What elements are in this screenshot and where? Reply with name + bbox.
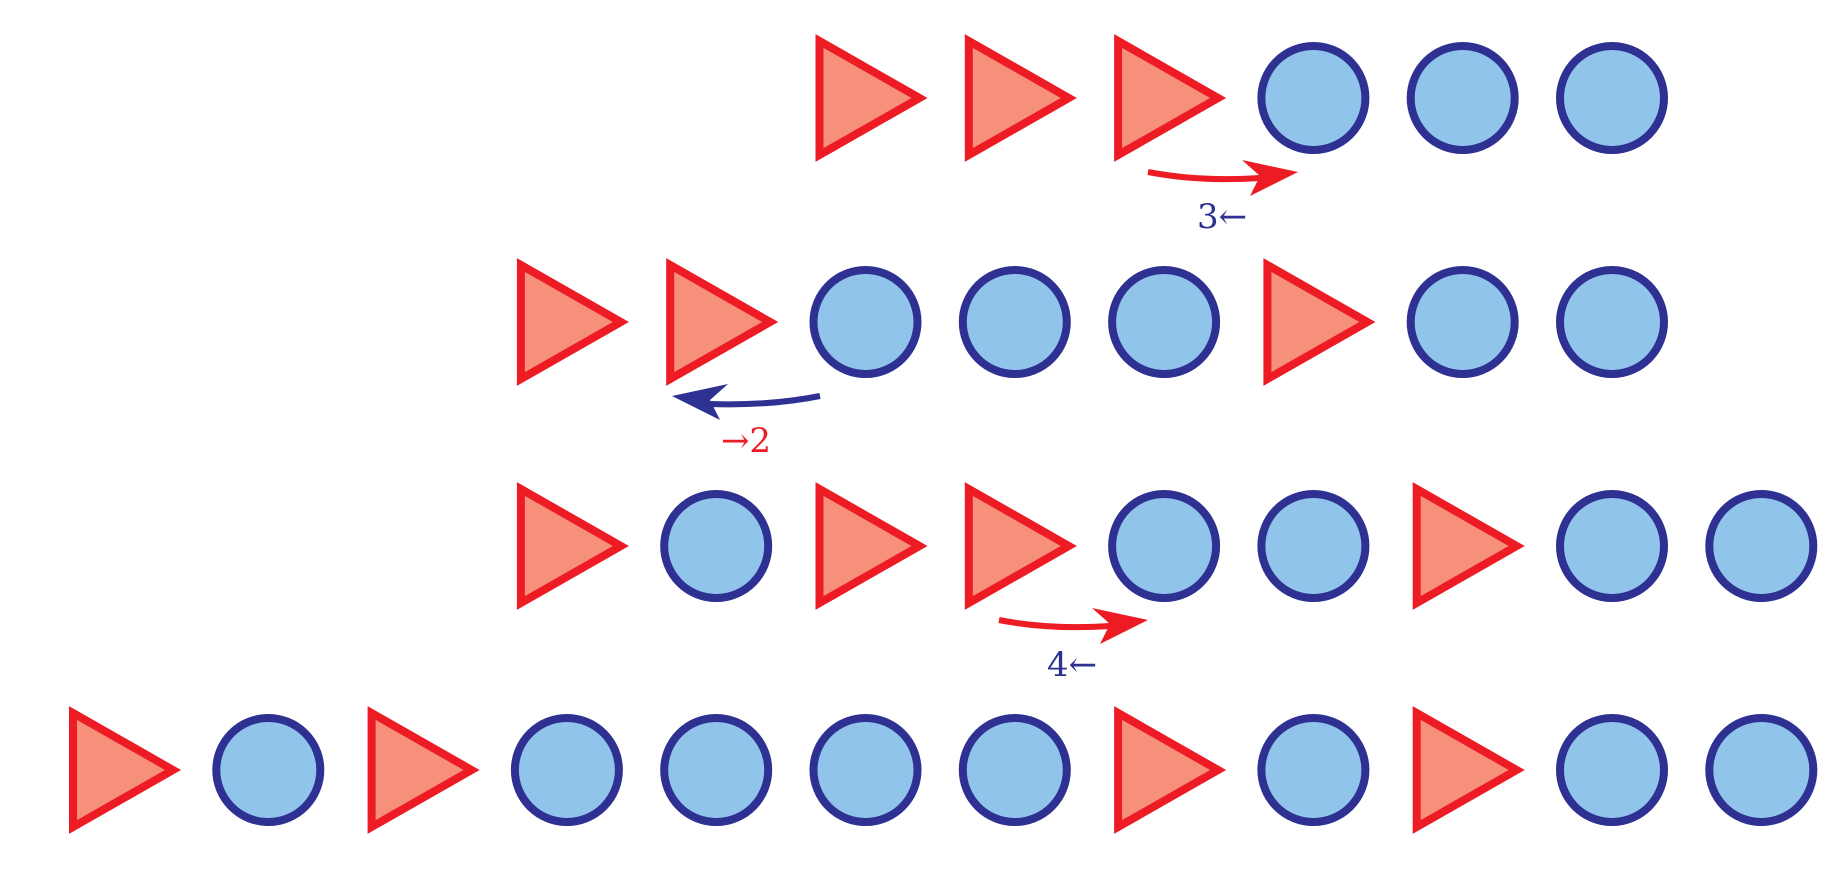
circle-shape [809,714,922,826]
circle-shape [958,714,1071,826]
circle-shape [1108,266,1221,378]
move-label-1: 3← [1197,197,1247,237]
move-arrow-shaft [709,393,821,408]
circle-shape [1406,266,1519,378]
triangle-shape [516,482,629,610]
triangle-shape [964,482,1077,610]
triangle-shape [815,482,928,610]
move-arrow-shaft [998,617,1111,631]
circle-shape [809,266,922,378]
circle-shape [212,714,325,826]
triangle-shape [964,34,1077,162]
circle-shape [1257,42,1370,154]
triangle-shape [1114,706,1227,834]
triangle-shape [666,258,779,386]
circle-shape [958,266,1071,378]
shapes-layer [69,34,1818,834]
triangle-shape [1412,482,1525,610]
move-arrow-head [1242,160,1298,196]
move-label-3: 4← [1047,645,1097,685]
triangle-shape [1263,258,1376,386]
triangle-shape [1114,34,1227,162]
circle-shape [1257,714,1370,826]
circle-shape [1406,42,1519,154]
circle-shape [660,490,773,602]
circle-shape [1556,714,1668,826]
arrows-layer [672,160,1298,644]
circle-shape [1556,266,1668,378]
circle-shape [1556,490,1668,602]
circle-shape [1705,490,1818,602]
move-arrow-head [1092,608,1148,644]
triangle-shape [69,706,182,834]
triangle-shape [815,34,928,162]
circle-shape [510,714,623,826]
move-arrow-head [672,384,728,420]
triangle-shape [1412,706,1525,834]
circle-shape [1556,42,1668,154]
move-label-2: →2 [721,421,771,461]
triangle-shape [367,706,480,834]
move-arrow-shaft [1147,169,1261,183]
circle-shape [1108,490,1221,602]
circle-shape [1705,714,1818,826]
circle-shape [1257,490,1370,602]
circle-shape [660,714,773,826]
triangle-shape [516,258,629,386]
